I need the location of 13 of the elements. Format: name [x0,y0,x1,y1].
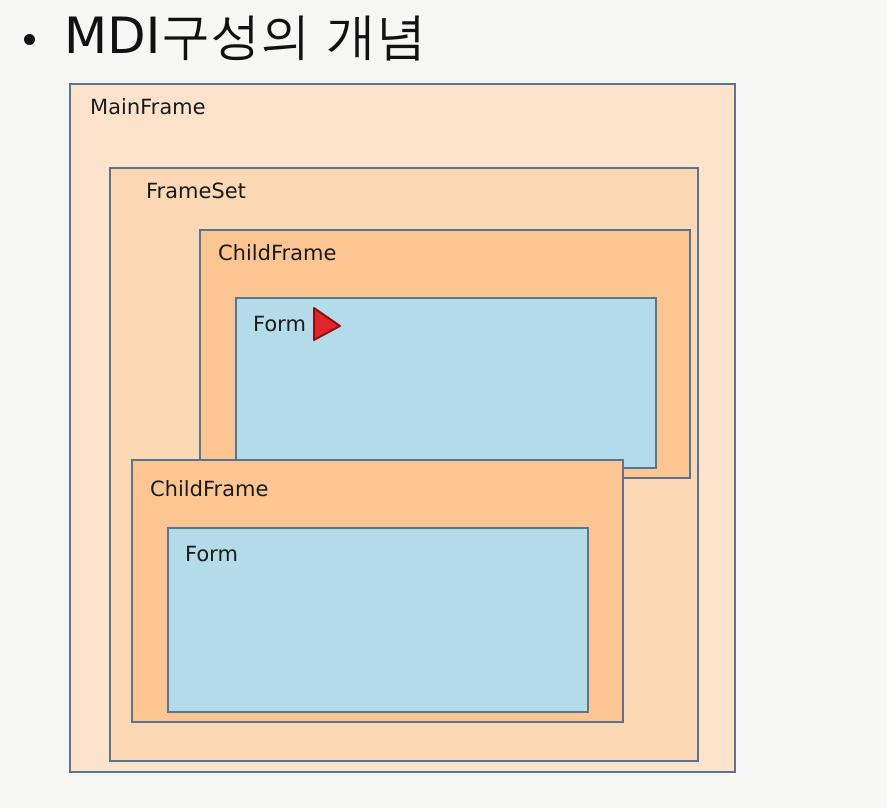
child-frame-box [199,229,691,479]
box-label: Form [185,544,238,565]
box-label: MainFrame [90,97,206,118]
form-box [235,297,657,469]
box-label: Form [253,314,306,335]
box-label: ChildFrame [218,243,336,264]
box-label: ChildFrame [150,479,268,500]
form-box [167,527,589,713]
child-frame-box [131,459,624,723]
slide-title: MDI구성의 개념 [64,6,426,67]
main-frame-box [69,83,736,773]
frame-set-box [109,167,699,762]
box-label: FrameSet [146,181,246,202]
